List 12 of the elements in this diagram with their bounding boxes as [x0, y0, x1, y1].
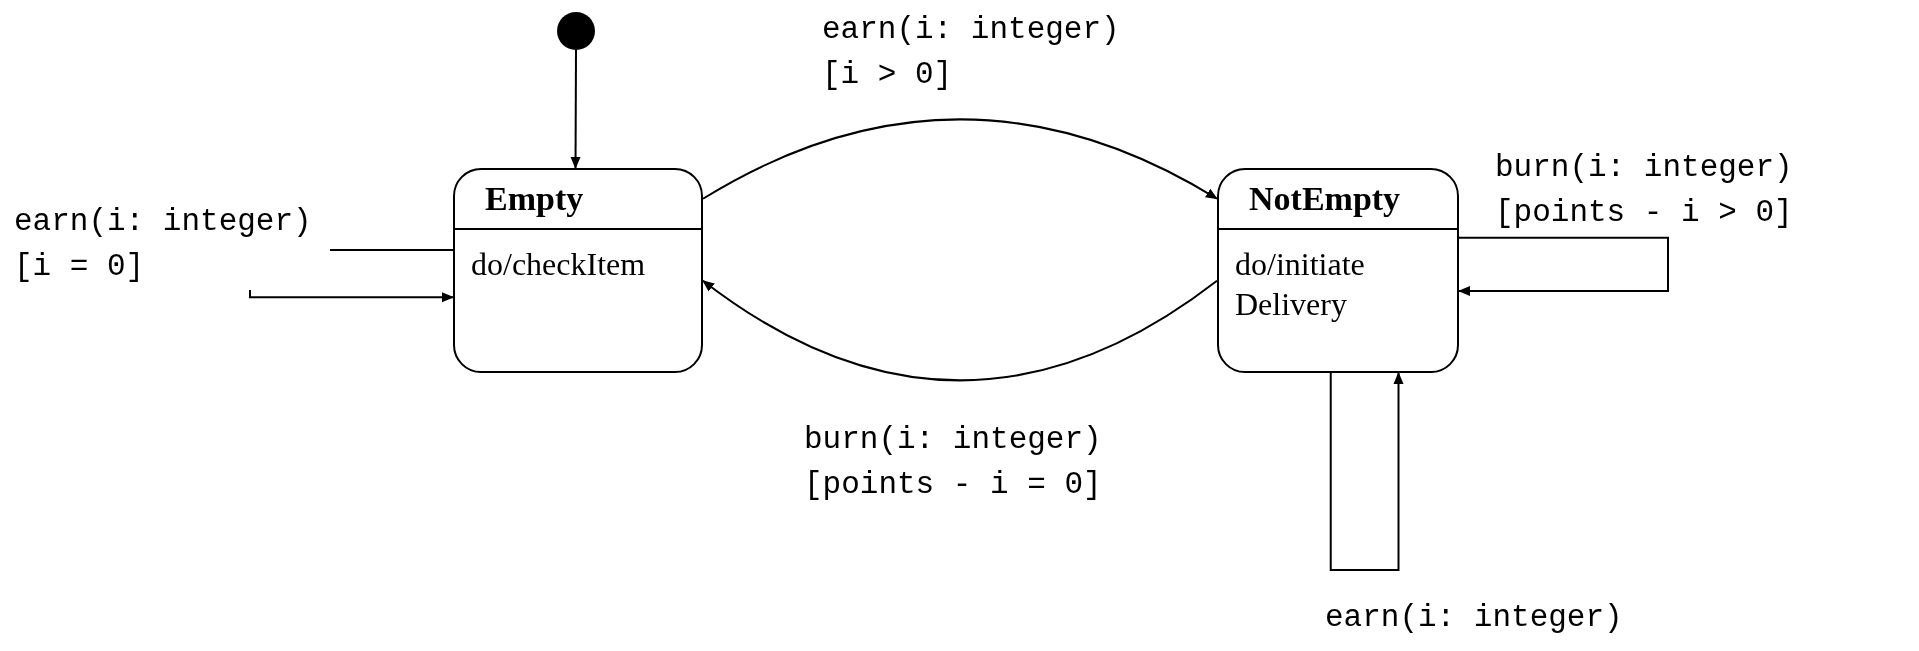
state-name: NotEmpty: [1219, 170, 1457, 230]
state-name: Empty: [455, 170, 701, 230]
state-activity: do/checkItem: [470, 245, 647, 284]
initial-state-dot: [557, 12, 595, 50]
transition-arrow: [1329, 372, 1404, 571]
state-box: [453, 168, 703, 373]
state-box: [1217, 168, 1459, 373]
transition-arrow: [1458, 236, 1669, 296]
transition-arrow: [702, 118, 1218, 200]
state-activity: do/initiate Delivery: [1234, 245, 1366, 324]
transition-arrow: [570, 49, 581, 169]
transition-arrow: [702, 279, 1218, 382]
